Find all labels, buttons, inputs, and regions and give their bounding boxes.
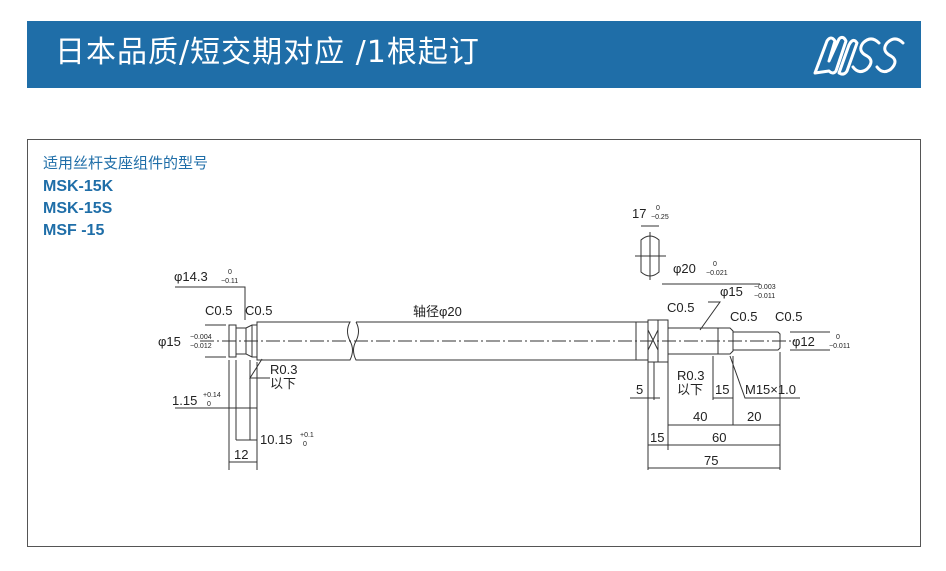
- main-shaft-right: [353, 321, 637, 361]
- end-view: [640, 235, 660, 277]
- left-d143-label: φ14.3: [174, 269, 208, 284]
- tol: −0.011: [754, 293, 775, 300]
- right-60-dim: 60: [712, 430, 726, 445]
- right-chamfer-label: C0.5: [775, 309, 802, 324]
- left-chamfer-label: C0.5: [245, 303, 272, 318]
- thread-section: [717, 327, 734, 355]
- right-40-dim: 40: [693, 409, 707, 424]
- right-chamfer-label: C0.5: [667, 300, 694, 315]
- shaft-diameter-label: 轴径φ20: [413, 304, 462, 319]
- main-shaft-left: [256, 321, 353, 361]
- right-d20-label: φ20: [673, 261, 696, 276]
- model-msk-15k: MSK-15K: [43, 178, 114, 195]
- right-thread-15-dim: 15: [715, 382, 729, 397]
- left-radius-label: R0.3: [270, 362, 297, 377]
- left-groove-width: 1.15: [172, 393, 197, 408]
- left-1015-dim: 10.15: [260, 432, 293, 447]
- left-d15-label: φ15: [158, 334, 181, 349]
- right-5-dim: 5: [636, 382, 643, 397]
- tol: 0: [836, 334, 840, 341]
- drawing-panel: 适用丝杆支座组件的型号 MSK-15K MSK-15S MSF -15: [27, 139, 921, 547]
- tol: −0.004: [190, 334, 212, 341]
- tol: −0.011: [829, 343, 850, 350]
- tol: −0.11: [221, 278, 238, 285]
- left-chamfer-label: C0.5: [205, 303, 232, 318]
- tol: 0: [656, 205, 660, 212]
- right-chamfer-label: C0.5: [730, 309, 757, 324]
- mss-logo: [813, 35, 905, 76]
- tol: 0: [228, 269, 232, 276]
- tol: +0.14: [203, 392, 221, 399]
- header-banner: 日本品质/短交期对应 /1根起订: [27, 21, 921, 88]
- tol: −0.021: [706, 270, 728, 277]
- right-d15-label: φ15: [720, 284, 743, 299]
- right-radius-label: R0.3: [677, 368, 704, 383]
- compatible-models-caption: 适用丝杆支座组件的型号: [43, 154, 209, 172]
- left-radius-note: 以下: [270, 376, 296, 391]
- right-75-dim: 75: [704, 453, 718, 468]
- model-msf-15: MSF -15: [43, 222, 105, 239]
- tol: −0.012: [190, 343, 212, 350]
- right-d12-label: φ12: [792, 334, 815, 349]
- right-17-dim: 17: [632, 206, 646, 221]
- tol: −0.25: [651, 214, 669, 221]
- tol: +0.1: [300, 432, 314, 439]
- right-15-dim: 15: [650, 430, 664, 445]
- model-msk-15s: MSK-15S: [43, 200, 113, 217]
- tol: 0: [207, 401, 211, 408]
- right-20-dim: 20: [747, 409, 761, 424]
- right-radius-note: 以下: [677, 382, 703, 397]
- tol: 0: [303, 441, 307, 448]
- page-title: 日本品质/短交期对应 /1根起订: [55, 35, 480, 70]
- left-12-dim: 12: [234, 447, 248, 462]
- tol: −0.003: [754, 284, 776, 291]
- tol: 0: [713, 261, 717, 268]
- thread-label: M15×1.0: [745, 382, 796, 397]
